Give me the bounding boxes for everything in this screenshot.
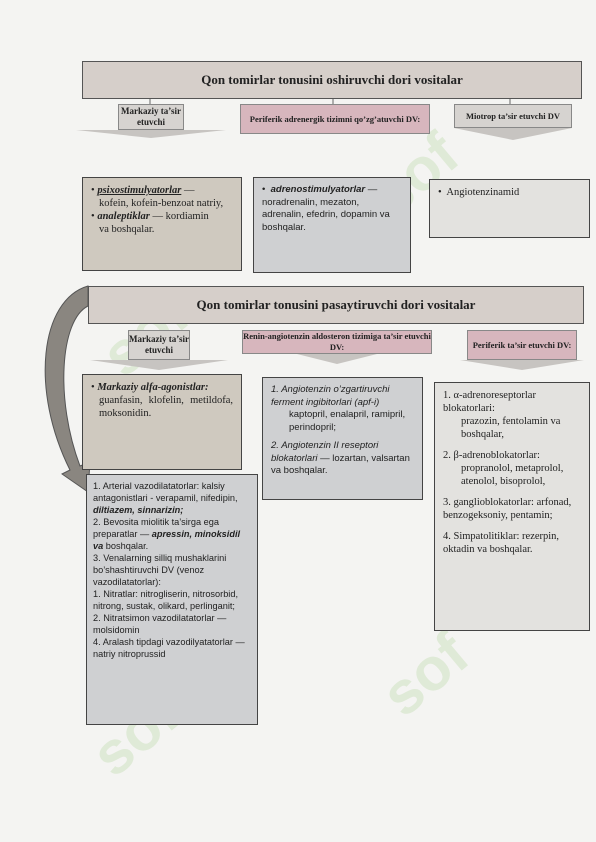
box-vasodilators: 1. Arterial vazodilatatorlar: kalsiy ant…: [86, 474, 258, 725]
box-adrenostimulants: • adrenostimulyatorlar — noradrenalin, m…: [253, 177, 411, 273]
term-analeptics: analeptiklar: [97, 211, 150, 222]
drug-list: — kordiamin: [149, 211, 209, 222]
bottom-branch-peripheral-label: Periferik ta’sir etuvchi DV:: [467, 330, 577, 360]
box-psychostimulants: • psixostimulyatorlar — kofein, kofein-b…: [82, 177, 242, 271]
drug-list: — lozartan, valsartan va boshqalar.: [271, 452, 410, 477]
drug-list: guanfasin, klofelin, metildofa, moksonid…: [99, 395, 233, 419]
term-sympatholytics: 4. Simpatolitiklar: rezerpin, oktadin va…: [443, 531, 560, 555]
top-branch-central-label: Markaziy ta’sir etuvchi: [118, 104, 184, 130]
drug-list: propranolol, metaprolol, atenolol, bisop…: [461, 463, 564, 487]
box-angiotensinamide: • Angiotenzinamid: [429, 179, 590, 238]
drug-list: kaptopril, enalapril, ramipril, perindop…: [289, 409, 406, 433]
top-branch-adrenergic: Periferik adrenergik tizimni qo’zg’atuvc…: [240, 104, 430, 134]
drug-list: prazozin, fentolamin va boshqalar,: [461, 416, 561, 440]
down-arrow-icon: [460, 360, 584, 370]
box-peripheral: 1. α-adrenoreseptorlar blokatorlari: pra…: [434, 382, 590, 631]
drug-list: — noradrenalin, mezaton, adrenalin, efed…: [262, 184, 390, 233]
top-branch-myotropic-label: Miotrop ta’sir etuvchi DV: [454, 104, 572, 128]
dash: —: [181, 185, 195, 196]
bottom-branch-raas: Renin-angiotenzin aldosteron tizimiga ta…: [242, 330, 432, 364]
term-arb: 2. Angiotenzin II reseptori blokatorlari: [271, 440, 379, 464]
term-myolytics: 2. Bevosita miolitik ta’sirga ega prepar…: [93, 517, 219, 539]
term-alpha-blockers: 1. α-adrenoreseptorlar blokatorlari:: [443, 390, 536, 414]
bottom-branch-peripheral: Periferik ta’sir etuvchi DV:: [460, 330, 584, 370]
box-raas: 1. Angiotenzin o’zgartiruvchi ferment in…: [262, 377, 423, 500]
term-beta-blockers: 2. β-adrenoblokatorlar:: [443, 450, 540, 461]
drug-list: boshqalar.: [103, 541, 149, 551]
term-mixed-vasodilators: 4. Aralash tipdagi vazodilyatatorlar — n…: [93, 637, 245, 659]
top-branch-myotropic: Miotrop ta’sir etuvchi DV: [454, 104, 572, 140]
bottom-title: Qon tomirlar tonusini pasaytiruvchi dori…: [88, 286, 584, 324]
top-title: Qon tomirlar tonusini oshiruvchi dori vo…: [82, 61, 582, 99]
term-nitrates: 1. Nitratlar: nitrogliserin, nitrosorbid…: [93, 589, 239, 611]
bottom-branch-central-label: Markaziy ta’sir etuvchi: [128, 330, 190, 360]
down-arrow-icon: [297, 354, 377, 364]
term-nitrate-like: 2. Nitratsimon vazodilatatorlar — molsid…: [93, 613, 227, 635]
drug-list: diltiazem, sinnarizin;: [93, 505, 184, 515]
bottom-branch-raas-label: Renin-angiotenzin aldosteron tizimiga ta…: [242, 330, 432, 354]
drug-list: kofein, kofein-benzoat natriy,: [99, 198, 224, 209]
term-venous-vasodilators: 3. Venalarning silliq mushaklarini bo’sh…: [93, 553, 227, 587]
drug-list: apressin, minoksidil va: [93, 529, 241, 551]
term-adrenostimulants: adrenostimulyatorlar: [270, 184, 366, 195]
drug-angiotensinamide: Angiotenzinamid: [446, 187, 520, 198]
term-arterial-vasodilators: 1. Arterial vazodilatatorlar: kalsiy ant…: [93, 481, 238, 503]
down-arrow-icon: [76, 130, 226, 138]
box-central-alpha-agonists: • Markaziy alfa-agonistlar: guanfasin, k…: [82, 374, 242, 470]
term-psychostimulants: psixostimulyatorlar: [97, 185, 182, 196]
down-arrow-icon: [90, 360, 228, 370]
term-central-alpha-agonists: Markaziy alfa-agonistlar:: [97, 382, 209, 393]
drug-list: va boshqalar.: [99, 224, 155, 235]
term-ganglioblockers: 3. gangliоblokatorlar: arfonad, benzogek…: [443, 497, 572, 521]
down-arrow-icon: [454, 128, 572, 140]
term-ace-inhibitors: 1. Angiotenzin o’zgartiruvchi ferment in…: [271, 384, 390, 408]
bottom-branch-central: Markaziy ta’sir etuvchi: [90, 330, 228, 370]
top-branch-central: Markaziy ta’sir etuvchi: [76, 104, 226, 138]
